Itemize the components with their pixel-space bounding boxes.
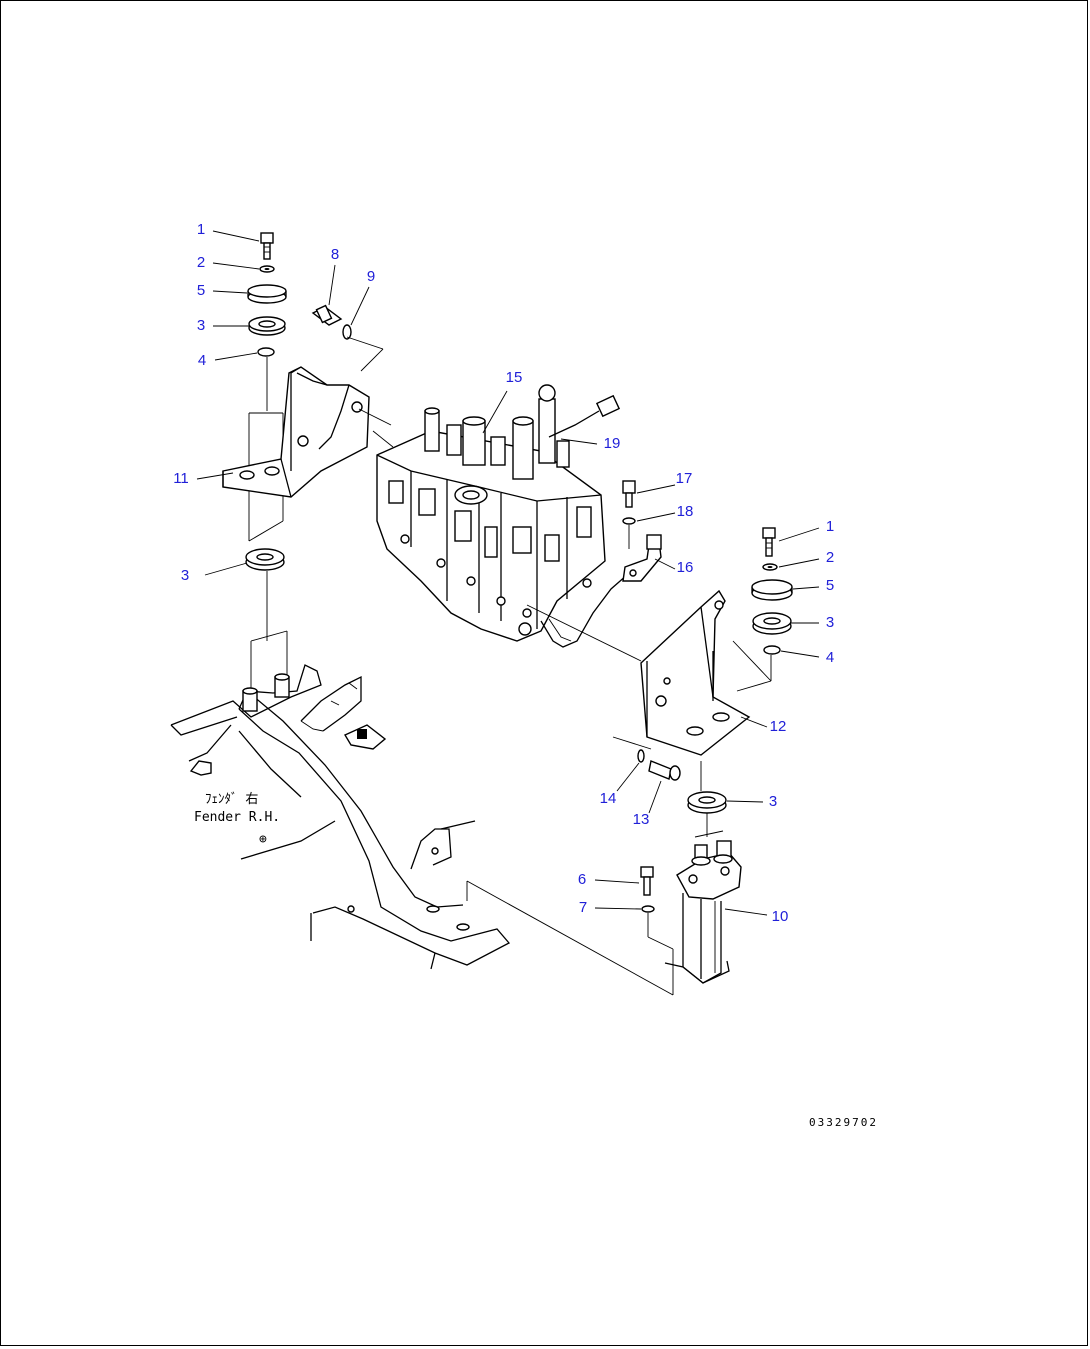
callout-c3d: 3 [769,793,777,810]
callout-c15: 15 [506,369,523,386]
callout-c5a: 5 [197,282,205,299]
fender-note-jp: ﾌｪﾝﾀﾞ 右 [205,792,258,807]
fender-note-marker: ⊕ [259,832,267,847]
fender-note-en: Fender R.H. [194,810,280,825]
washer-7 [641,905,655,913]
callout-c3b: 3 [181,567,189,584]
callout-c1a: 1 [197,221,205,238]
callout-c17: 17 [676,470,693,487]
callout-c12: 12 [770,718,787,735]
left-washer-2 [259,265,275,273]
callout-c11: 11 [173,470,189,487]
callout-c18: 18 [677,503,694,520]
callout-c5b: 5 [826,577,834,594]
right-washer-2 [762,563,778,571]
support-10 [664,840,742,984]
chassis-frame [170,664,511,970]
callout-c8: 8 [331,246,339,263]
callout-c2a: 2 [197,254,205,271]
callout-c10: 10 [772,908,789,925]
callout-c3a: 3 [197,317,205,334]
callout-c4b: 4 [826,649,834,666]
left-bracket-11 [222,366,392,498]
left-ring-4 [257,347,275,357]
right-cushion-3 [752,612,792,635]
bolt-8 [311,304,343,326]
callout-c9: 9 [367,268,375,285]
left-cushion-3 [248,316,286,336]
left-lower-cushion-3 [245,548,285,571]
callout-c19: 19 [604,435,621,452]
callout-c2b: 2 [826,549,834,566]
control-valve-15 [376,384,628,648]
callout-c3c: 3 [826,614,834,631]
right-lower-cushion-3 [687,791,727,814]
callout-c1b: 1 [826,518,834,535]
left-bolt-1 [260,232,274,260]
bolt-17 [622,480,636,508]
leader-lines [196,230,820,916]
callout-c14: 14 [600,790,617,807]
washer-9 [342,324,352,340]
drawing-code: 03329702 [809,1116,878,1129]
callout-c6: 6 [578,871,586,888]
washer-18 [622,517,636,525]
bolt-6 [640,866,654,896]
left-cap-5 [247,284,287,304]
right-bracket-12 [640,589,751,756]
clamp-16 [622,534,662,582]
right-bolt-1 [762,527,776,557]
washer-14 [637,749,645,763]
bolt-13 [648,760,681,781]
callout-c4a: 4 [198,352,206,369]
callout-c16: 16 [677,559,694,576]
fender-note: ﾌｪﾝﾀﾞ 右 Fender R.H. ⊕ [194,792,280,847]
right-cap-5 [751,579,793,601]
right-ring-4 [763,645,781,655]
callout-c7: 7 [579,899,587,916]
harness-connector-19 [548,394,621,438]
callout-c13: 13 [633,811,650,828]
